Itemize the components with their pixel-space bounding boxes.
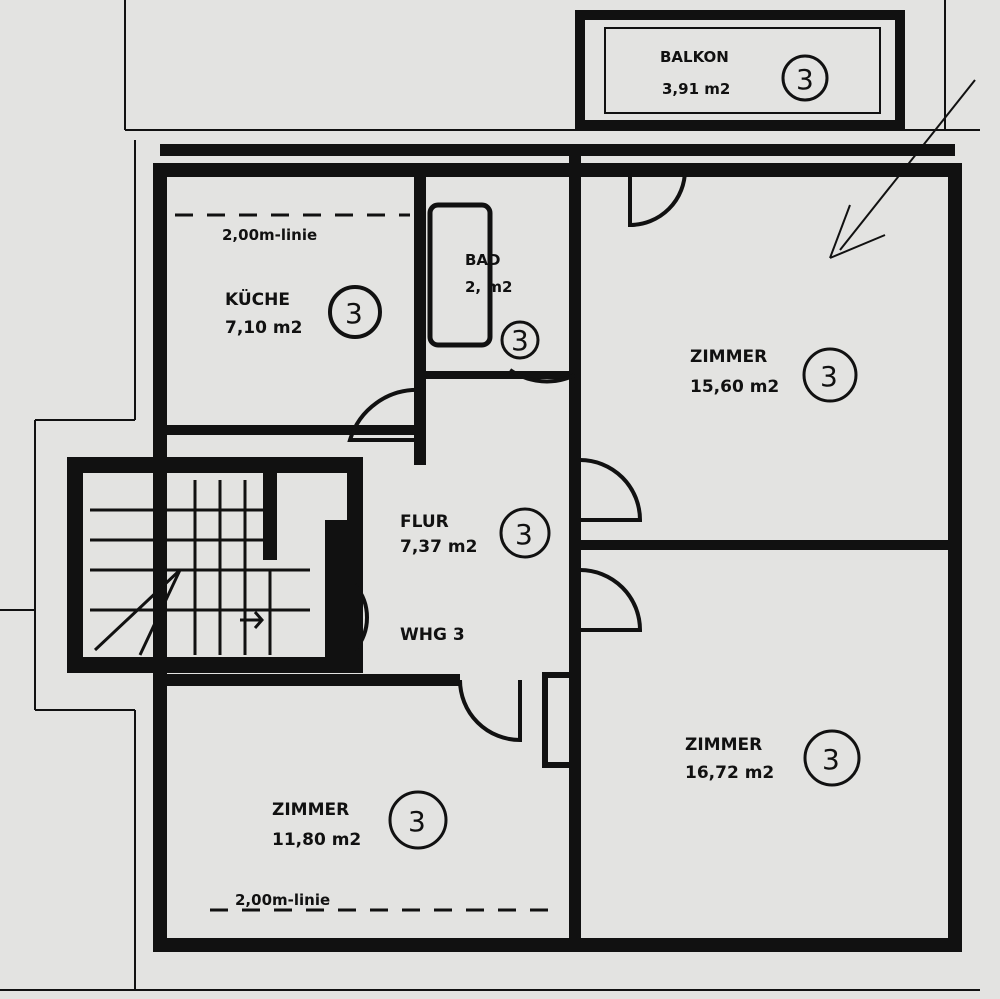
room-kueche: 2,00m-linie KÜCHE 7,10 m2 3 bbox=[222, 226, 382, 339]
room-zimmer-sw: ZIMMER 11,80 m2 3 2,00m-linie bbox=[235, 790, 448, 909]
zimmer-sw-height-note: 2,00m-linie bbox=[235, 891, 330, 909]
balkon-unit-mark: 3 bbox=[796, 63, 814, 96]
kueche-name: KÜCHE bbox=[225, 288, 290, 310]
zimmer-ne-unit-mark: 3 bbox=[820, 360, 838, 393]
room-zimmer-se: ZIMMER 16,72 m2 3 bbox=[685, 729, 861, 787]
room-balkon: BALKON 3,91 m2 3 bbox=[575, 10, 905, 130]
bad-unit-mark: 3 bbox=[511, 324, 529, 357]
kueche-unit-mark: 3 bbox=[345, 297, 363, 330]
zimmer-ne-name: ZIMMER bbox=[690, 347, 767, 367]
zimmer-se-name: ZIMMER bbox=[685, 735, 762, 755]
zimmer-ne-area: 15,60 m2 bbox=[690, 377, 779, 397]
staircase bbox=[90, 480, 310, 656]
flur-name: FLUR bbox=[400, 512, 449, 532]
zimmer-sw-name: ZIMMER bbox=[272, 800, 349, 820]
bad-name: BAD bbox=[465, 251, 501, 269]
balkon-name: BALKON bbox=[660, 48, 729, 66]
height-lines bbox=[175, 213, 560, 912]
zimmer-se-area: 16,72 m2 bbox=[685, 763, 774, 783]
room-flur: FLUR 7,37 m2 3 WHG 3 bbox=[400, 507, 551, 645]
kueche-area: 7,10 m2 bbox=[225, 318, 302, 338]
room-zimmer-ne: ZIMMER 15,60 m2 3 bbox=[690, 347, 858, 403]
flur-area: 7,37 m2 bbox=[400, 537, 477, 557]
walls bbox=[67, 144, 962, 952]
zimmer-se-unit-mark: 3 bbox=[822, 743, 840, 776]
kueche-height-note: 2,00m-linie bbox=[222, 226, 317, 244]
bad-area: 2, m2 bbox=[465, 278, 512, 296]
balkon-area: 3,91 m2 bbox=[662, 80, 730, 98]
zimmer-sw-area: 11,80 m2 bbox=[272, 830, 361, 850]
apartment-label: WHG 3 bbox=[400, 625, 465, 645]
room-bad: BAD 2, m2 3 bbox=[465, 251, 540, 360]
door-swings bbox=[347, 169, 687, 743]
zimmer-sw-unit-mark: 3 bbox=[408, 805, 426, 838]
flur-unit-mark: 3 bbox=[515, 518, 533, 551]
